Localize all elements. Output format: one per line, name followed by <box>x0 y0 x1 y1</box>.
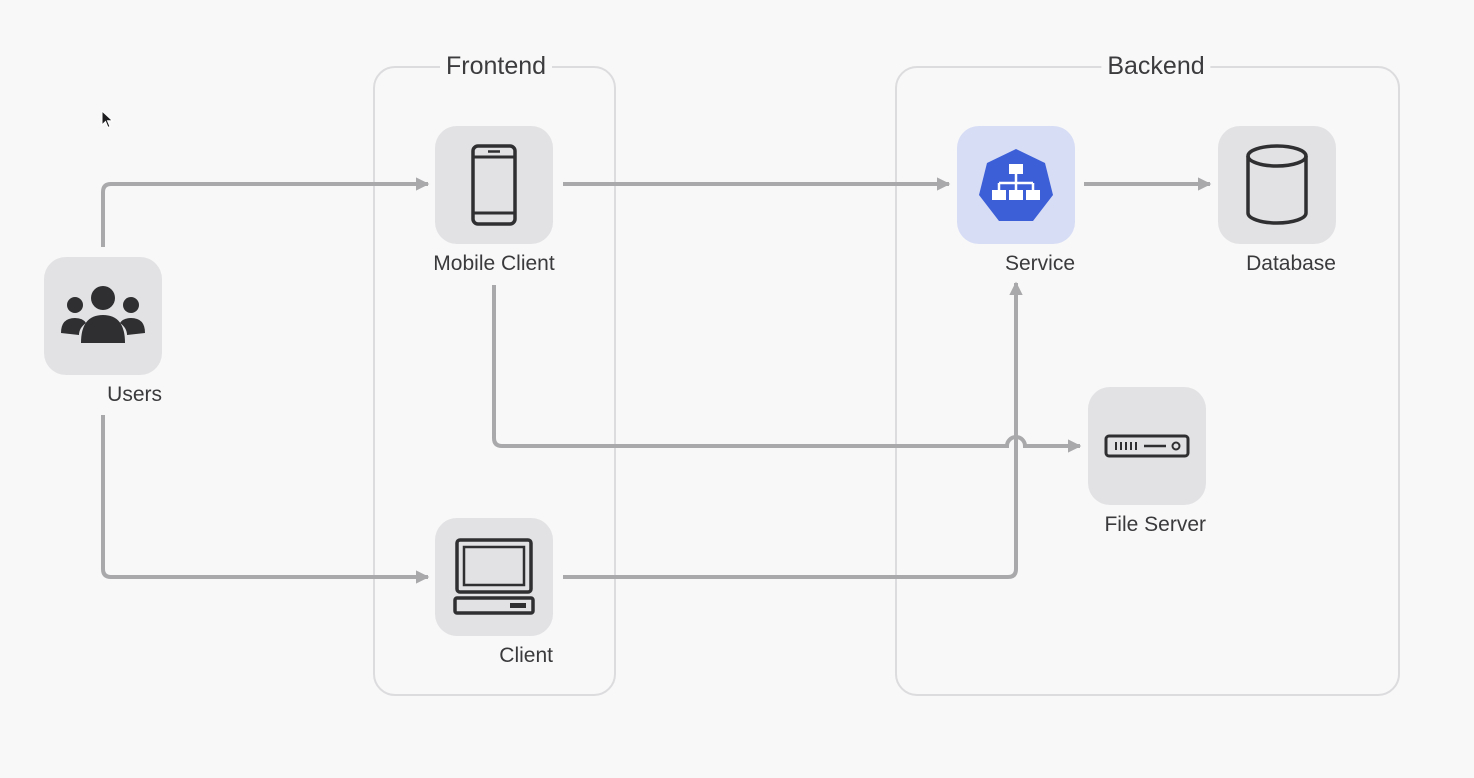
file-server-label: File Server <box>1104 513 1206 536</box>
mobile-client-node[interactable]: Mobile Client <box>433 126 555 276</box>
database-cylinder-icon <box>1246 144 1308 225</box>
database-tile <box>1218 126 1336 244</box>
backend-group: Backend <box>895 52 1400 696</box>
file-server-node[interactable]: File Server <box>1088 387 1206 537</box>
mobile-client-tile <box>435 126 553 244</box>
service-node[interactable]: Service <box>957 126 1075 276</box>
database-node[interactable]: Database <box>1218 126 1336 276</box>
desktop-computer-icon <box>453 538 535 615</box>
edge-users-to-client[interactable] <box>101 415 430 584</box>
mouse-cursor-icon <box>101 110 114 129</box>
users-icon <box>61 286 145 343</box>
file-server-tile <box>1088 387 1206 505</box>
database-label: Database <box>1246 252 1336 275</box>
edge-client-to-service[interactable] <box>563 281 1023 579</box>
mobile-phone-icon <box>471 144 517 226</box>
mobile-client-label: Mobile Client <box>433 252 555 275</box>
users-tile <box>44 257 162 375</box>
client-tile <box>435 518 553 636</box>
edge-users-to-mobile-client[interactable] <box>101 177 430 247</box>
service-label: Service <box>1004 252 1075 275</box>
frontend-group: Frontend <box>373 52 616 696</box>
client-node[interactable]: Client <box>435 518 553 668</box>
frontend-group-title: Frontend <box>439 52 553 81</box>
server-icon <box>1104 434 1190 458</box>
client-label: Client <box>499 644 553 667</box>
backend-group-title: Backend <box>1101 52 1211 81</box>
users-node[interactable]: Users <box>44 257 162 407</box>
service-tile <box>957 126 1075 244</box>
edge-mobile-client-to-file-server[interactable] <box>492 285 1082 453</box>
users-label: Users <box>107 383 162 406</box>
kubernetes-service-icon <box>979 149 1053 221</box>
